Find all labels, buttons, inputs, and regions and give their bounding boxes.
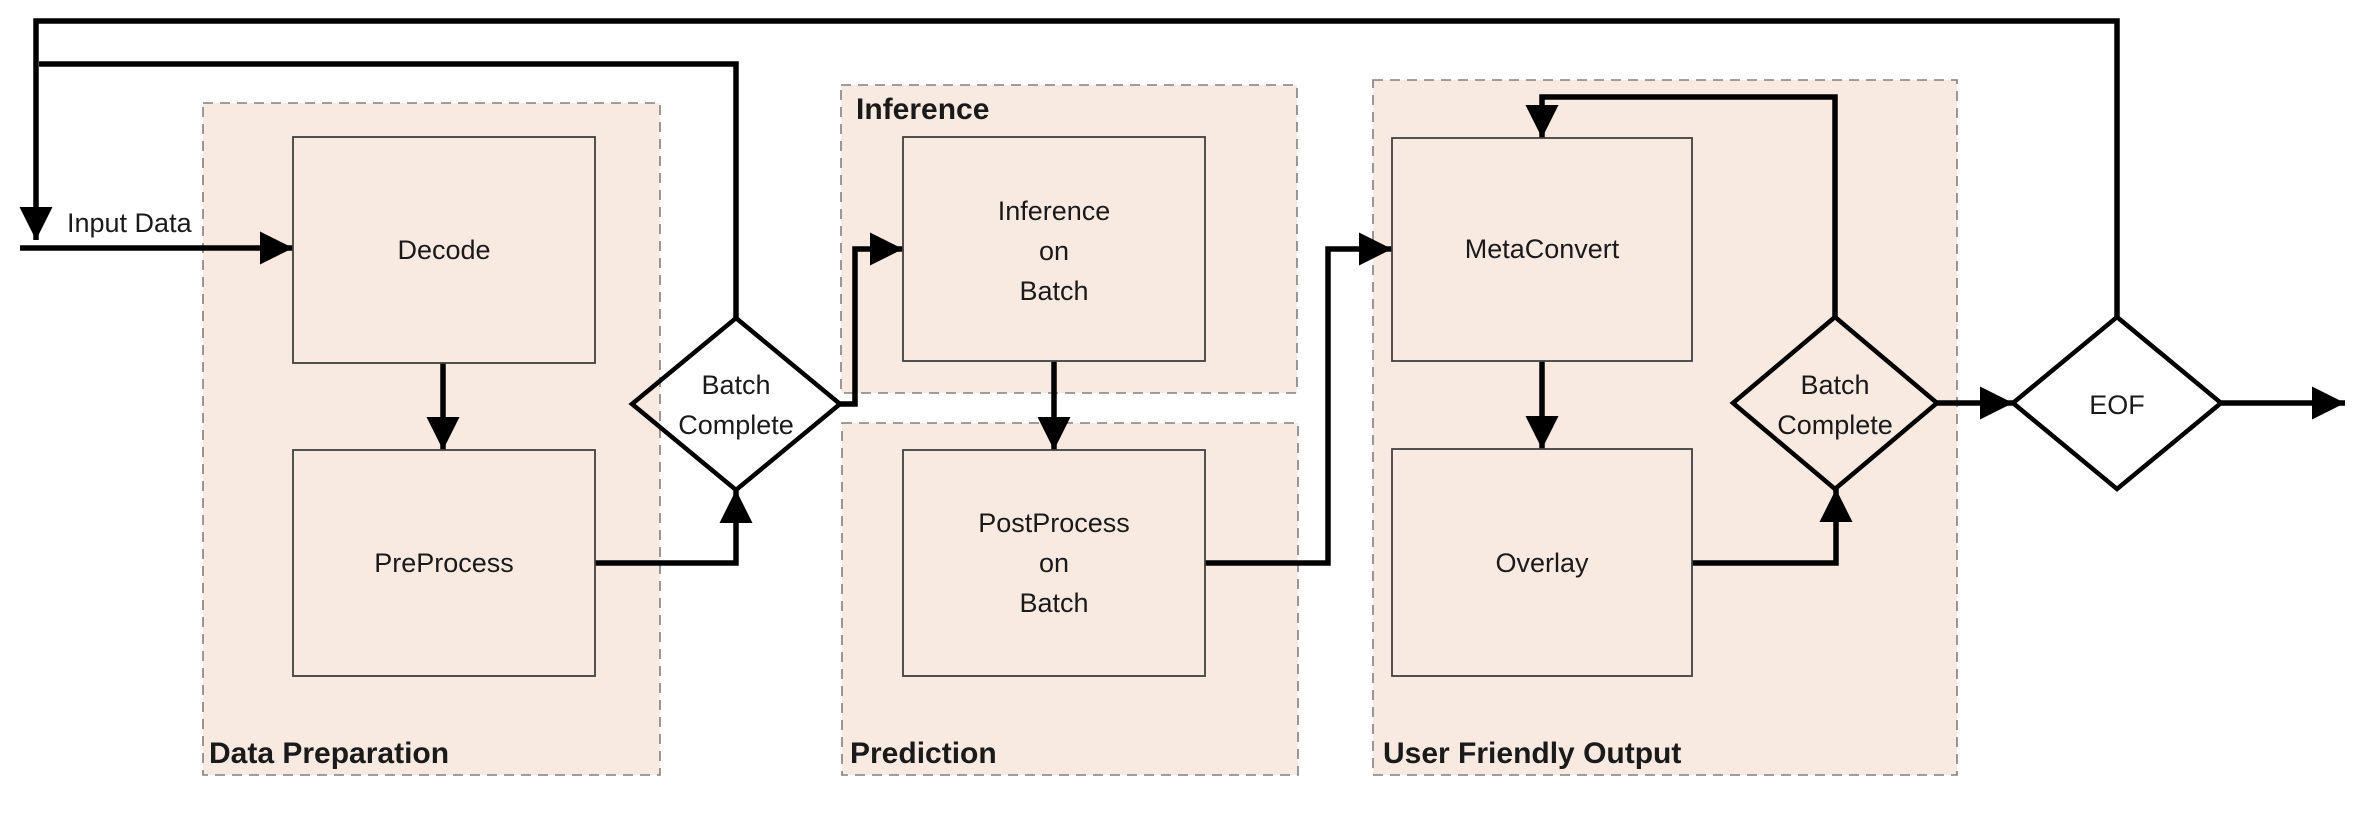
edge-overlay-to-batch2: [1692, 489, 1853, 566]
overlay-label: Overlay: [1495, 548, 1589, 578]
postprocess-on-batch-label-line1: PostProcess: [978, 508, 1130, 538]
input-data-label: Input Data: [67, 208, 193, 238]
decode-label: Decode: [397, 235, 490, 265]
node-metaconvert: [1391, 137, 1693, 362]
batch-complete-1-label-line2: Complete: [678, 410, 794, 440]
eof-label: EOF: [2089, 390, 2145, 420]
decision-batch-complete-2: [1729, 314, 1941, 492]
inference-on-batch-label-line3: Batch: [1019, 276, 1088, 306]
node-postprocess-on-batch: [902, 449, 1206, 677]
node-preprocess: [292, 449, 596, 677]
edge-batch2-no-loop-to-metaconvert: [1525, 94, 1838, 317]
group-user-friendly-output-label: User Friendly Output: [1383, 737, 1681, 770]
metaconvert-label: MetaConvert: [1465, 234, 1620, 264]
batch-complete-1-label-line1: Batch: [701, 370, 770, 400]
group-prediction-label: Prediction: [850, 737, 997, 770]
node-inference-on-batch: [902, 136, 1206, 362]
batch-complete-2-label-line1: Batch: [1800, 370, 1869, 400]
node-decode: [292, 136, 596, 364]
postprocess-on-batch-label-line3: Batch: [1019, 588, 1088, 618]
preprocess-label: PreProcess: [374, 548, 514, 578]
edge-postprocess-to-metaconvert: [1205, 232, 1392, 566]
group-inference-label: Inference: [856, 93, 989, 126]
edge-eof-no-loop-to-input: [19, 18, 2120, 318]
inference-on-batch-label-line1: Inference: [998, 196, 1111, 226]
group-data-preparation-label: Data Preparation: [209, 737, 449, 770]
decision-eof: [2009, 314, 2225, 492]
batch-complete-2-label-line2: Complete: [1777, 410, 1893, 440]
edge-preprocess-to-batch1: [594, 490, 753, 566]
node-overlay: [1391, 448, 1693, 677]
edge-batch1-to-inference: [840, 232, 903, 407]
postprocess-on-batch-label-line2: on: [1039, 548, 1069, 578]
edge-batch1-no-loop-to-input: [39, 61, 739, 318]
inference-on-batch-label-line2: on: [1039, 236, 1069, 266]
decision-batch-complete-1: [628, 315, 844, 493]
